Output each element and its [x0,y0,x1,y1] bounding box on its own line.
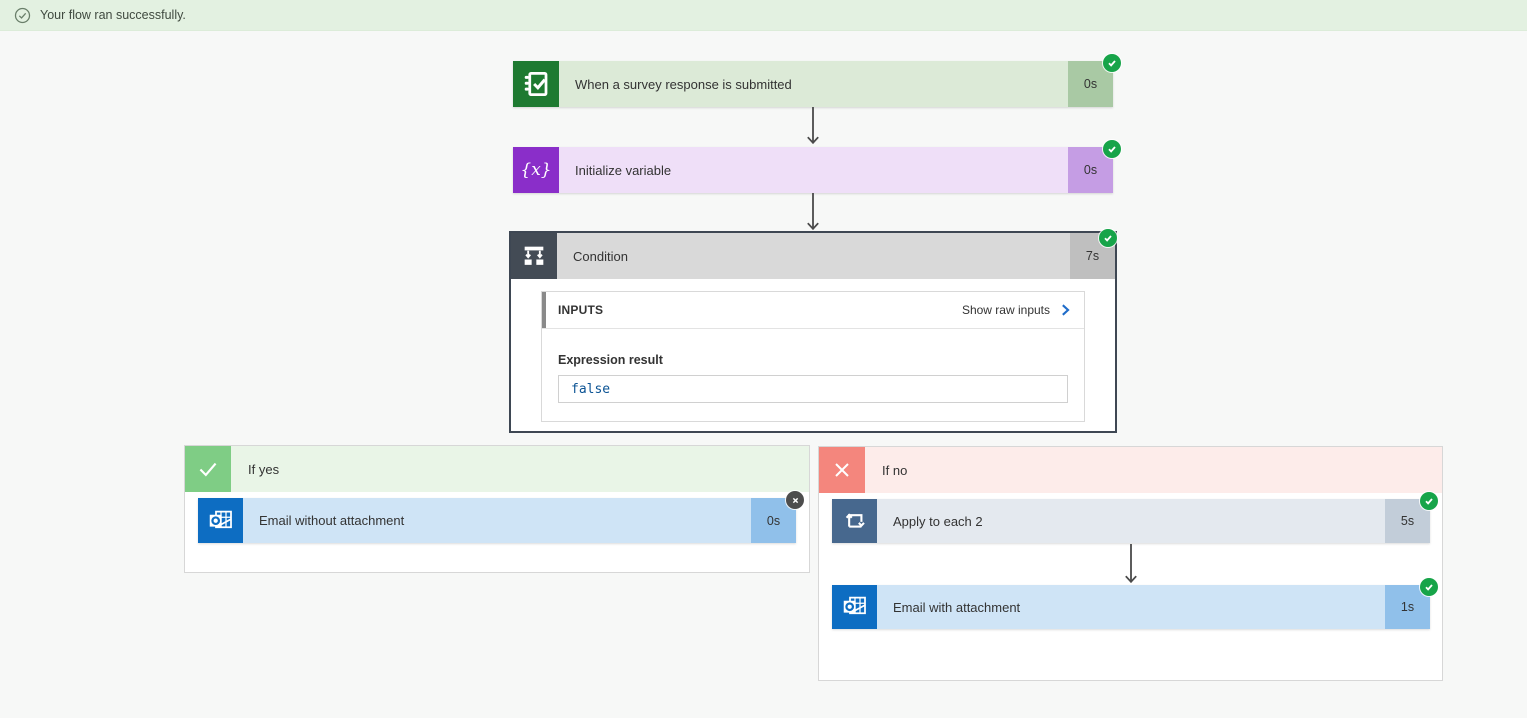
inputs-panel-header: INPUTS Show raw inputs [542,292,1084,329]
node-title: Apply to each 2 [877,499,1385,543]
panel-accent-bar [542,292,546,328]
success-banner: Your flow ran successfully. [0,0,1527,31]
branch-label: If yes [248,461,280,477]
expression-result-label: Expression result [558,353,663,367]
arrow-down-connector [1125,544,1137,584]
email-with-attachment-node[interactable]: Email with attachment 1s [832,578,1438,629]
if-yes-header[interactable]: If yes [185,446,809,492]
node-duration: 0s [751,498,796,543]
trigger-node[interactable]: When a survey response is submitted 0s [513,54,1121,107]
expression-result-text: false [571,381,611,397]
check-icon [185,446,231,492]
inputs-label: INPUTS [558,303,604,317]
condition-block: Condition 7s INPUTS Show raw inputs Expr… [509,229,1117,433]
success-badge-icon [1099,229,1117,247]
condition-header[interactable]: Condition 7s [511,233,1115,279]
if-yes-branch: If yes Email without attachment 0s [184,445,810,573]
loop-icon [832,499,877,543]
banner-message: Your flow ran successfully. [40,8,186,22]
node-title: When a survey response is submitted [559,61,1068,107]
show-raw-inputs-link[interactable]: Show raw inputs [962,303,1084,317]
success-badge-icon [1103,140,1121,158]
arrow-down-connector [807,107,819,145]
condition-icon [511,233,557,279]
variable-glyph: {x} [520,160,552,180]
forms-icon [513,61,559,107]
expression-result-value: false [558,375,1068,403]
show-raw-inputs-label: Show raw inputs [961,303,1050,317]
success-badge-icon [1420,492,1438,510]
node-title: Condition [557,233,1070,279]
x-icon [819,447,865,493]
outlook-icon [832,585,877,629]
node-duration: 7s [1070,233,1115,279]
inputs-panel-body: Expression result false [542,329,1084,421]
initialize-variable-node[interactable]: {x} Initialize variable 0s [513,140,1121,193]
if-no-branch: If no Apply to each 2 5s [818,446,1443,681]
if-no-header[interactable]: If no [819,447,1442,493]
node-title: Initialize variable [559,147,1068,193]
success-badge-icon [1420,578,1438,596]
outlook-icon [198,498,243,543]
skipped-badge-icon [786,491,804,509]
email-without-attachment-node[interactable]: Email without attachment 0s [198,491,804,543]
branch-label: If no [882,462,908,478]
node-title: Email with attachment [877,585,1385,629]
apply-to-each-node[interactable]: Apply to each 2 5s [832,492,1438,543]
condition-inputs-panel: INPUTS Show raw inputs Expression result… [541,291,1085,422]
success-badge-icon [1103,54,1121,72]
chevron-right-icon [1062,304,1070,316]
variable-icon: {x} [513,147,559,193]
arrow-down-connector [807,193,819,231]
banner-check-icon [14,7,31,23]
node-title: Email without attachment [243,498,751,543]
